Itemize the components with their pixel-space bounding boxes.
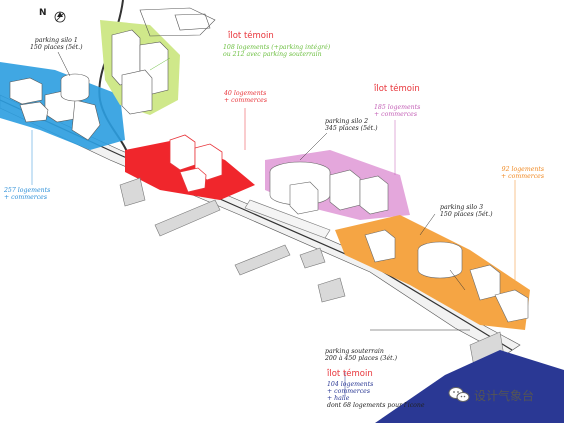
label-navy-zone: 104 logements + commerces + halle dont 6… [327,381,425,409]
label-parking-silo-3: parking silo 3 150 places (5ét.) [440,204,493,218]
header-ilot-temoin-pink: îlot témoin [374,84,420,94]
label-line: 185 logements [374,104,421,111]
wechat-icon [448,387,470,402]
orange-buildings [364,229,529,323]
outline-buildings [139,7,216,37]
green-buildings [111,29,169,115]
label-line: + commerces [4,194,47,201]
header-ilot-temoin-green: îlot témoin [228,31,274,41]
label-line: 92 logements [501,166,544,173]
label-pink-zone: 185 logements + commerces [374,104,420,118]
label-line: + halle [327,395,350,402]
label-orange-zone: 92 logements + commerces [484,166,544,180]
label-line: 40 logements [224,90,267,97]
red-buildings [169,134,223,193]
label-line: 104 logements [327,381,374,388]
label-red-zone: 40 logements + commerces [224,90,267,104]
label-line: 150 places (5ét.) [30,44,83,51]
label-line: 200 à 450 places (3ét.) [325,355,397,362]
zone-navy [375,350,564,423]
label-line: ou 212 avec parking souterrain [223,51,322,58]
label-line: parking silo 2 [325,118,369,125]
pink-buildings [269,161,389,215]
label-line: 345 places (5ét.) [325,125,378,132]
label-parking-souterrain: parking souterrain 200 à 450 places (3ét… [325,348,397,362]
label-line: parking silo 3 [440,204,484,211]
label-line: + commerces [327,388,370,395]
label-parking-silo-2: parking silo 2 345 places (5ét.) [325,118,378,132]
label-line: + commerces [501,173,544,180]
compass-icon [54,11,66,23]
label-green-zone: 108 logements (+parking intégré) ou 212 … [223,44,330,58]
label-line: dont 68 logements pour l'icone [327,402,425,409]
label-parking-silo-1: parking silo 1 150 places (5ét.) [30,37,83,51]
label-line: parking silo 1 [34,37,78,44]
label-line: + commerces [374,111,417,118]
leader-lines [31,51,516,395]
label-line: 150 places (5ét.) [440,211,493,218]
compass-north-letter: N [39,8,47,18]
label-blue-zone: 257 logements + commerces [4,187,50,201]
header-ilot-temoin-navy: îlot témoin [327,369,373,379]
watermark: 设计气象台 [448,386,534,404]
label-line: + commerces [224,97,267,104]
label-line: 108 logements (+parking intégré) [223,44,331,51]
watermark-text: 设计气象台 [474,388,535,403]
label-line: parking souterrain [325,348,384,355]
blue-buildings [9,73,101,141]
label-line: 257 logements [4,187,51,194]
